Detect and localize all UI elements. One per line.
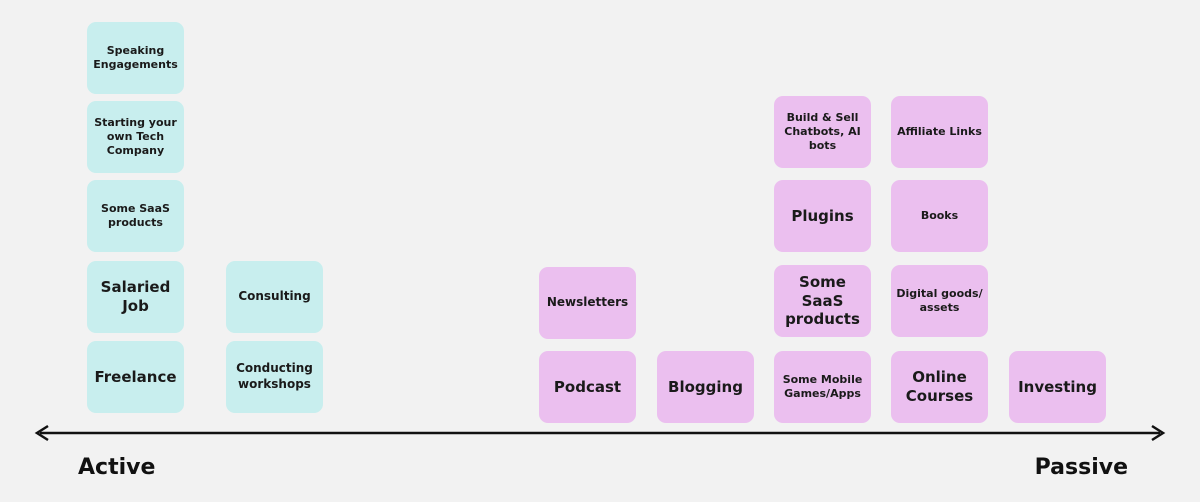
card-label: Digital goods/ assets (896, 286, 983, 314)
card-newsletters: Newsletters (539, 267, 636, 339)
card-label: Plugins (791, 206, 854, 225)
card-freelance: Freelance (87, 341, 184, 413)
card-label: Speaking Engagements (93, 43, 178, 71)
card-saas-active: Some SaaS products (87, 180, 184, 252)
card-speaking-engagements: Speaking Engagements (87, 22, 184, 94)
card-label: Some SaaS products (785, 272, 860, 329)
card-label: Newsletters (546, 295, 629, 310)
card-plugins: Plugins (774, 180, 871, 252)
card-label: Blogging (668, 377, 743, 396)
card-tech-company: Starting your own Tech Company (87, 101, 184, 173)
card-affiliate-links: Affiliate Links (891, 96, 988, 168)
card-online-courses: Online Courses (891, 351, 988, 423)
card-saas-passive: Some SaaS products (774, 265, 871, 337)
card-label: Affiliate Links (897, 124, 982, 138)
card-label: Conducting workshops (236, 361, 313, 391)
card-consulting: Consulting (226, 261, 323, 333)
card-salaried-job: Salaried Job (87, 261, 184, 333)
card-investing: Investing (1009, 351, 1106, 423)
card-books: Books (891, 180, 988, 252)
card-label: Build & Sell Chatbots, AI bots (784, 110, 861, 153)
axis-label-active: Active (78, 455, 156, 480)
card-label: Investing (1018, 377, 1097, 396)
card-label: Books (920, 208, 959, 222)
axis-label-passive: Passive (1034, 455, 1128, 480)
card-label: Consulting (238, 289, 311, 304)
card-label: Salaried Job (100, 278, 171, 315)
card-chatbots: Build & Sell Chatbots, AI bots (774, 96, 871, 168)
card-podcast: Podcast (539, 351, 636, 423)
right-arrowhead-icon (1151, 424, 1166, 442)
card-digital-goods: Digital goods/ assets (891, 265, 988, 337)
card-blogging: Blogging (657, 351, 754, 423)
card-label: Online Courses (905, 368, 974, 405)
left-arrowhead-icon (34, 424, 49, 442)
card-workshops: Conducting workshops (226, 341, 323, 413)
card-mobile-games: Some Mobile Games/Apps (774, 351, 871, 423)
card-label: Podcast (553, 377, 622, 396)
card-label: Starting your own Tech Company (94, 115, 177, 158)
card-label: Some Mobile Games/Apps (782, 372, 863, 400)
card-label: Some SaaS products (101, 201, 170, 229)
card-label: Freelance (94, 367, 177, 386)
